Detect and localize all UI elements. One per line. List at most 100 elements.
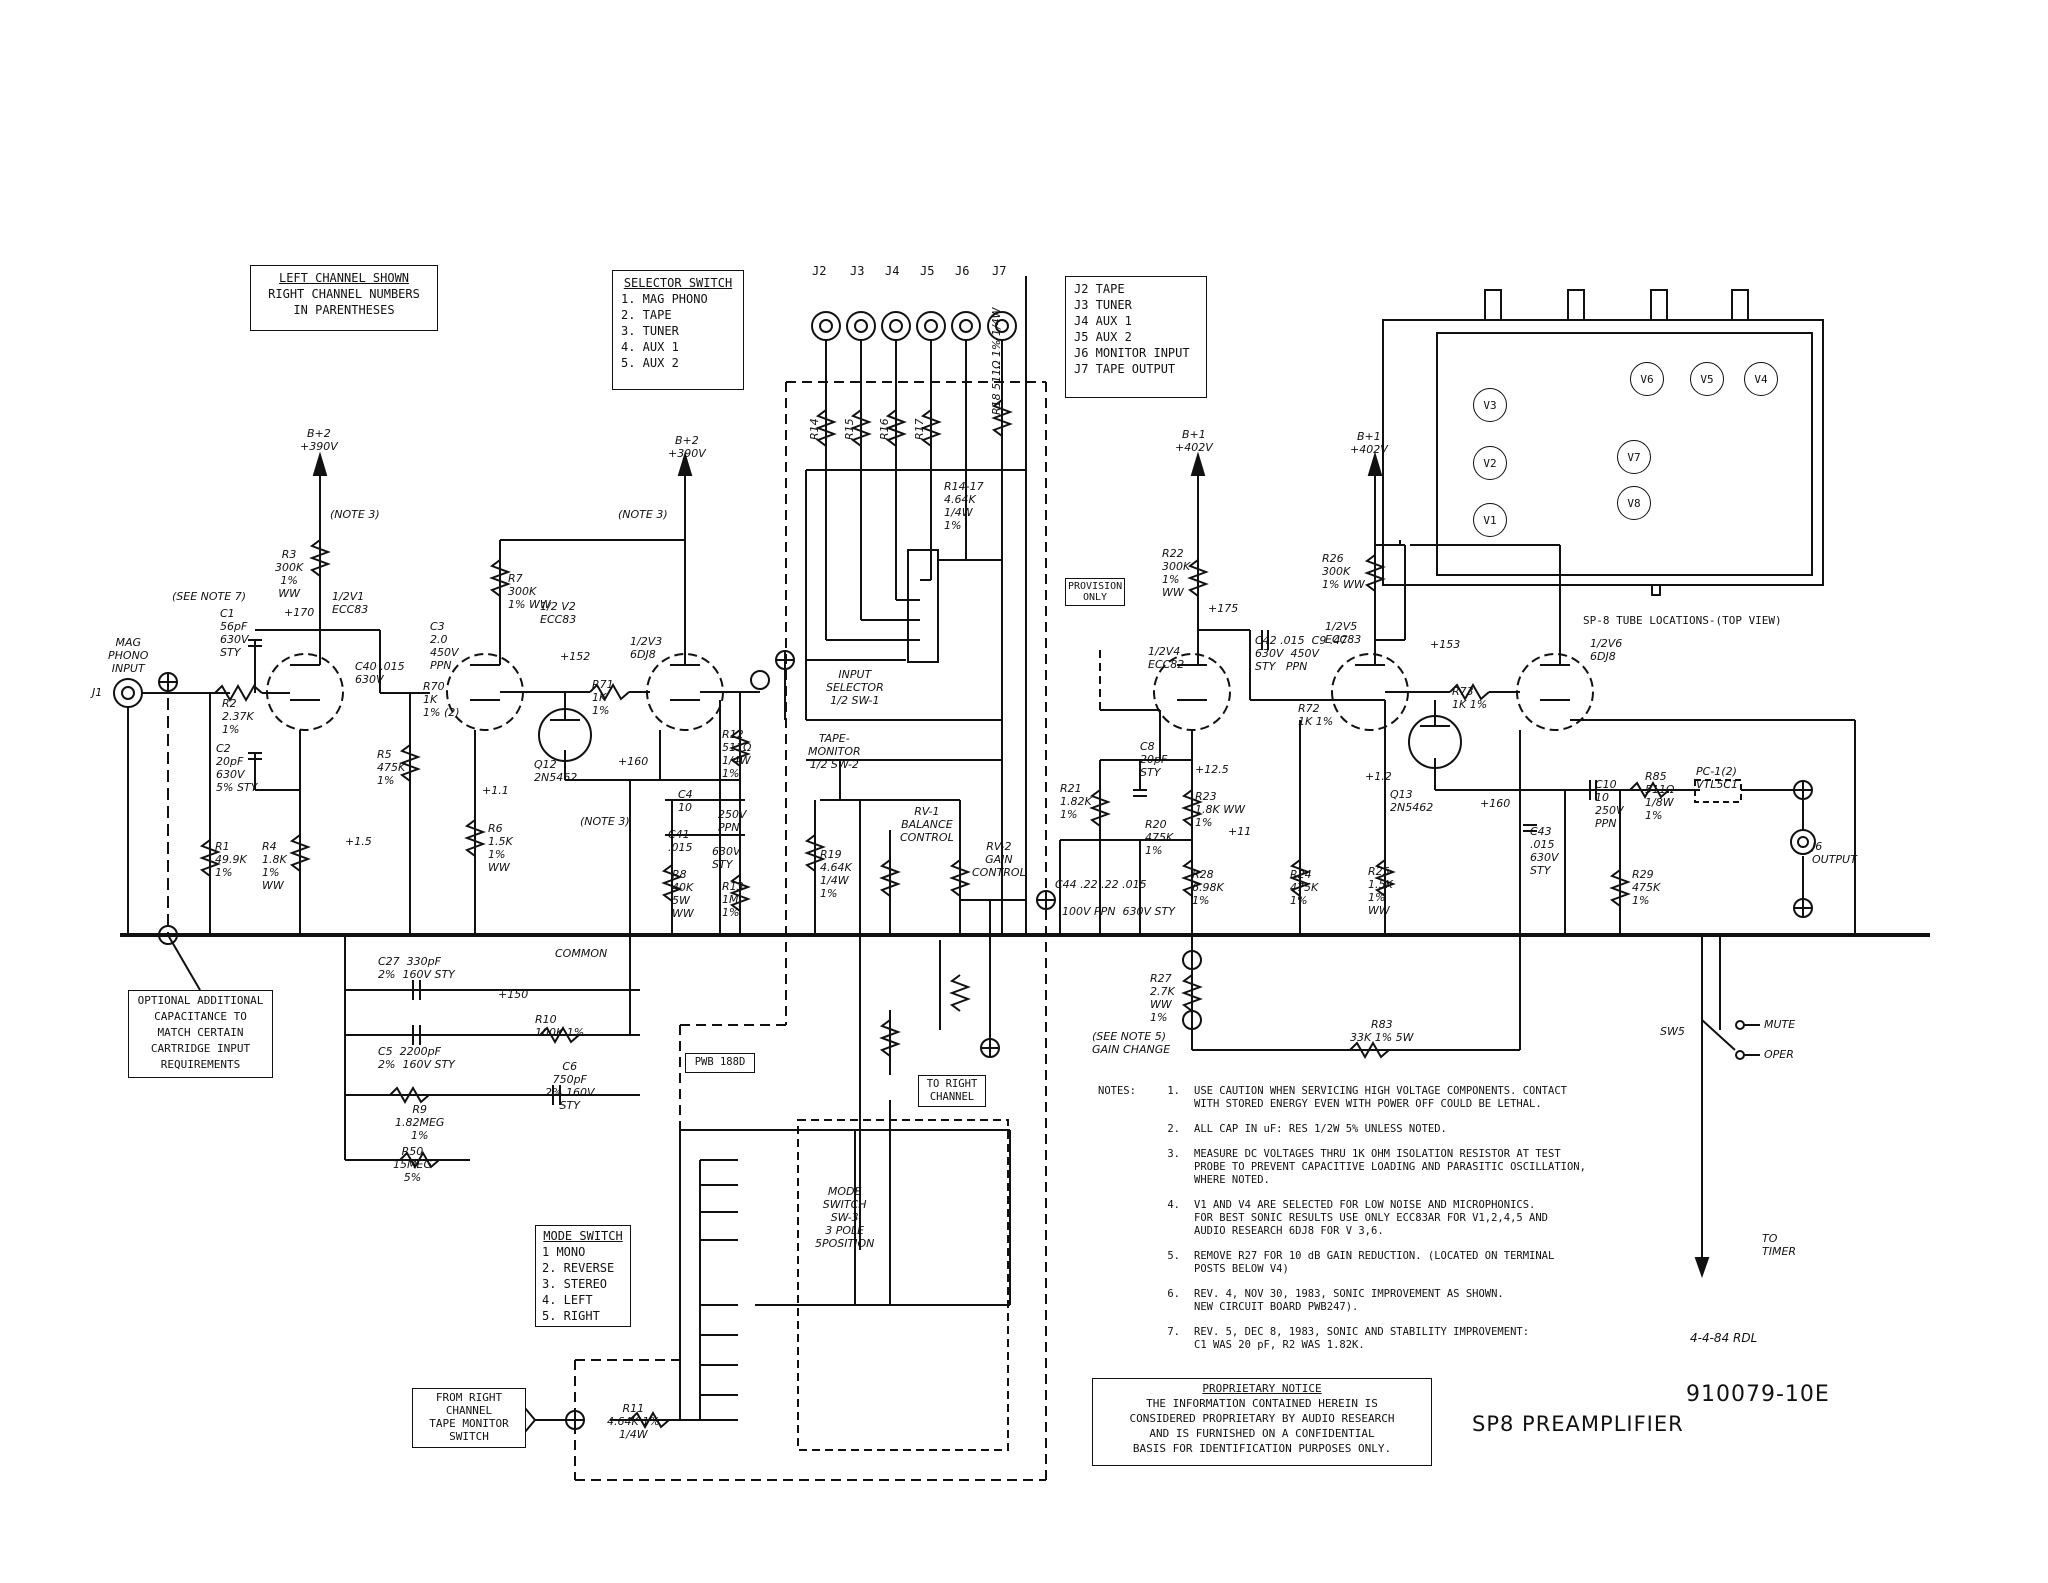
provision-line: ONLY	[1082, 592, 1108, 603]
note-text: V1 AND V4 ARE SELECTED FOR LOW NOISE AND…	[1194, 1199, 1549, 1237]
voltage-label: +153	[1430, 638, 1461, 651]
drawing-title: SP8 PREAMPLIFIER	[1472, 1412, 1684, 1436]
to-right-line: CHANNEL	[929, 1091, 975, 1103]
mag-phono-label: MAG PHONO INPUT	[108, 636, 149, 675]
note-item: 1. USE CAUTION WHEN SERVICING HIGH VOLTAG…	[1140, 1085, 1700, 1111]
notes-heading: NOTES:	[1098, 1085, 1136, 1097]
jack-label: J2	[812, 264, 827, 278]
r9-label: R9 1.82MEG 1%	[395, 1103, 445, 1142]
rv2-label: RV-2 GAIN CONTROL	[972, 840, 1026, 879]
q13-label: Q13 2N5462	[1390, 788, 1434, 814]
selector-switch-legend: SELECTOR SWITCH 1. MAG PHONO 2. TAPE 3. …	[612, 270, 744, 390]
left-channel-line3: IN PARENTHESES	[293, 303, 395, 317]
c41-label: C41 .015	[668, 828, 693, 854]
tube-panel-caption: SP-8 TUBE LOCATIONS-(TOP VIEW)	[1583, 614, 1782, 627]
note-text: ALL CAP IN uF: RES 1/2W 5% UNLESS NOTED.	[1194, 1123, 1447, 1135]
date-signature: 4-4-84 RDL	[1690, 1331, 1758, 1345]
tube-location-v8: V8	[1617, 486, 1651, 520]
note-number: 4.	[1167, 1199, 1180, 1211]
tube-location-v2: V2	[1473, 446, 1507, 480]
r12-label: R12 511Ω 1/4W 1%	[722, 728, 752, 780]
provision-line: PROVISION	[1068, 581, 1123, 592]
r28-label: R28 6.98K 1%	[1192, 868, 1224, 907]
r14-label: R14	[808, 418, 821, 440]
note3-ref: (NOTE 3)	[618, 508, 668, 521]
note-number: 6.	[1167, 1288, 1180, 1300]
jack-label: J5	[920, 264, 935, 278]
common-label: COMMON	[555, 947, 608, 960]
j6-label: J6 OUTPUT	[1812, 840, 1857, 866]
note-text: REMOVE R27 FOR 10 dB GAIN REDUCTION. (LO…	[1194, 1250, 1555, 1275]
v1-label: 1/2V1 ECC83	[332, 590, 369, 616]
rv1-label: RV-1 BALANCE CONTROL	[900, 805, 954, 844]
mode-item: 5. RIGHT	[542, 1309, 600, 1323]
note-number: 1.	[1167, 1085, 1180, 1097]
mode-item: 3. STEREO	[542, 1277, 608, 1291]
pwb-text: PWB 188D	[694, 1056, 746, 1068]
v6-label: 1/2V6 6DJ8	[1590, 637, 1623, 663]
r20-label: R20 475K 1%	[1145, 818, 1174, 857]
r16-label: R16	[878, 418, 891, 440]
jack-label: J6	[955, 264, 970, 278]
jack-legend-item: J3 TUNER	[1074, 298, 1132, 312]
r21-label: R21 1.82K 1%	[1060, 782, 1092, 821]
c8-label: C8 20pF STY	[1140, 740, 1168, 779]
tube-location-v5: V5	[1690, 362, 1724, 396]
to-right-line: TO RIGHT	[926, 1078, 978, 1090]
r14-17-label: R14-17 4.64K 1/4W 1%	[944, 480, 984, 532]
note-item: 7.REV. 5, DEC 8, 1983, SONIC AND STABILI…	[1140, 1326, 1700, 1352]
from-right-channel-note: FROM RIGHT CHANNEL TAPE MONITOR SWITCH	[412, 1388, 526, 1448]
note-item: 2.ALL CAP IN uF: RES 1/2W 5% UNLESS NOTE…	[1140, 1123, 1700, 1136]
r85-label: R85 511Ω 1/8W 1%	[1645, 770, 1675, 822]
c1-label: C1 56pF 630V STY	[220, 607, 249, 659]
c40-label: C40 .015 630V	[355, 660, 405, 686]
r1-label: R1 49.9K 1%	[215, 840, 247, 879]
r83-label: R83 33K 1% 5W	[1350, 1018, 1414, 1044]
input-jacks	[811, 311, 1017, 341]
r73-label: R73 1K 1%	[1452, 685, 1488, 711]
note-number: 3.	[1167, 1148, 1180, 1160]
sw5-label: SW5	[1660, 1025, 1685, 1038]
mute-label: MUTE	[1764, 1018, 1796, 1031]
r17-label: R17	[913, 418, 926, 440]
v5-label: 1/2V5 ECC83	[1325, 620, 1362, 646]
r22-label: R22 300K 1% WW	[1162, 547, 1191, 599]
b2-supply-label: B+2 +390V	[300, 427, 338, 453]
c41-rating: 630V STY	[712, 845, 741, 871]
from-right-line: SWITCH	[449, 1430, 489, 1443]
see-note7-ref: (SEE NOTE 7)	[172, 590, 247, 603]
voltage-label: +170	[284, 606, 315, 619]
r26-label: R26 300K 1% WW	[1322, 552, 1365, 591]
r5-label: R5 475K 1%	[377, 748, 406, 787]
note-text: MEASURE DC VOLTAGES THRU 1K OHM ISOLATIO…	[1194, 1148, 1586, 1186]
r13-label: R13 1M 1%	[722, 880, 744, 919]
v4-label: 1/2V4 ECC82	[1148, 645, 1185, 671]
tube-location-v6: V6	[1630, 362, 1664, 396]
c43-label: C43 .015 630V STY	[1530, 825, 1559, 877]
optional-cap-line: OPTIONAL ADDITIONAL	[137, 994, 264, 1007]
note-item: 6.REV. 4, NOV 30, 1983, SONIC IMPROVEMEN…	[1140, 1288, 1700, 1314]
jack-legend-item: J4 AUX 1	[1074, 314, 1132, 328]
optional-capacitance-note: OPTIONAL ADDITIONAL CAPACITANCE TO MATCH…	[128, 990, 273, 1078]
proprietary-line: BASIS FOR IDENTIFICATION PURPOSES ONLY.	[1132, 1442, 1392, 1455]
pwb-label: PWB 188D	[685, 1053, 755, 1073]
v2-label: 1/2 V2 ECC83	[540, 600, 577, 626]
note-text: USE CAUTION WHEN SERVICING HIGH VOLTAGE …	[1194, 1085, 1567, 1110]
voltage-label: +160	[1480, 797, 1511, 810]
selector-item: 1. MAG PHONO	[621, 292, 708, 306]
pc1-label: PC-1(2) VTL5C1	[1696, 765, 1739, 791]
c4-label: C4 10	[678, 788, 693, 814]
mode-item: 4. LEFT	[542, 1293, 593, 1307]
optional-cap-line: REQUIREMENTS	[160, 1058, 241, 1071]
b1-supply-label: B+1 +402V	[1175, 428, 1213, 454]
q12-label: Q12 2N5462	[534, 758, 578, 784]
tube-v1	[266, 653, 344, 731]
optional-cap-line: CARTRIDGE INPUT	[150, 1042, 251, 1055]
proprietary-title: PROPRIETARY NOTICE	[1202, 1382, 1322, 1395]
jack-legend-item: J7 TAPE OUTPUT	[1074, 362, 1176, 376]
c5-label: C5 2200pF 2% 160V STY	[378, 1045, 455, 1071]
proprietary-line: CONSIDERED PROPRIETARY BY AUDIO RESEARCH	[1129, 1412, 1395, 1425]
jack-label: J3	[850, 264, 865, 278]
